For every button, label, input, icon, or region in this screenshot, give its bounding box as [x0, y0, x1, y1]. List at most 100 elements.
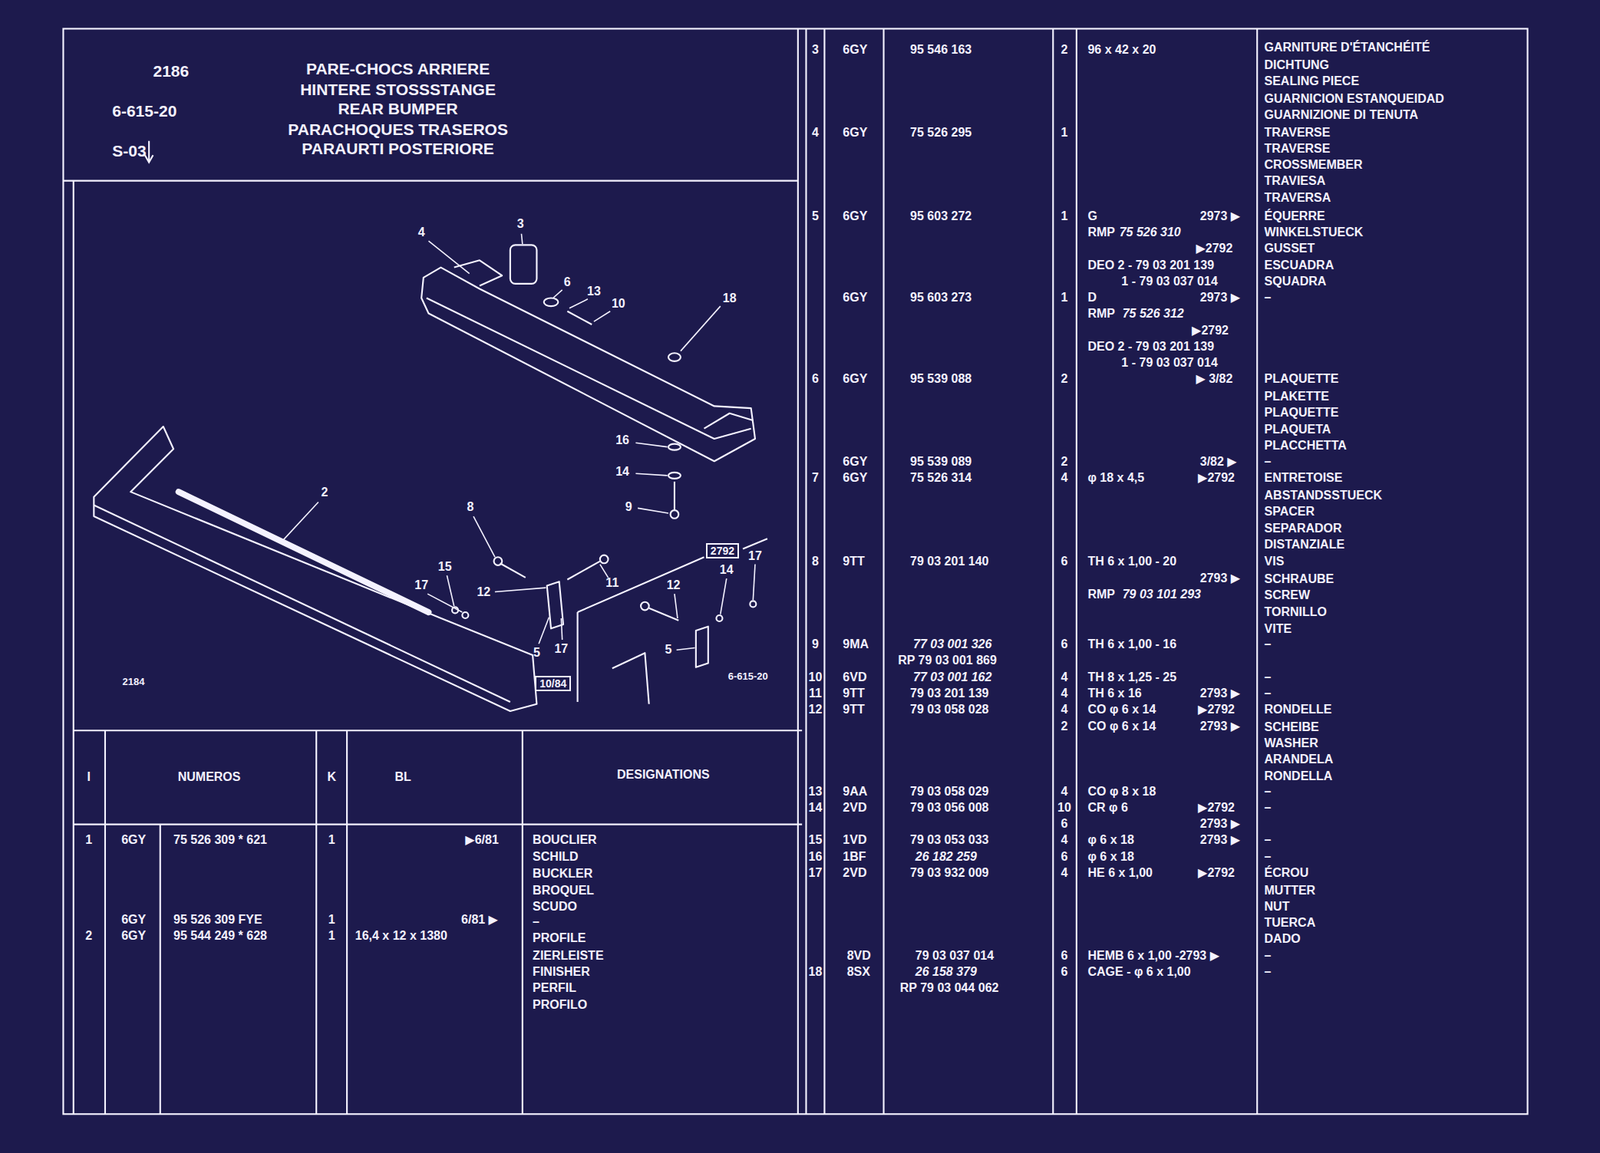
table-cell: 2VD [842, 801, 867, 815]
table-cell: WINKELSTUECK [1264, 225, 1364, 240]
table-cell: 6 [1060, 554, 1068, 569]
table-cell: G [1087, 209, 1097, 224]
rule [315, 730, 317, 1115]
rule [1256, 28, 1258, 1115]
table-cell: RP 79 03 001 869 [897, 653, 997, 668]
table-cell: – [1264, 686, 1272, 701]
bumper-illustration [93, 244, 768, 712]
rule [797, 28, 799, 1115]
table-cell: φ 18 x 4,5 [1087, 471, 1145, 485]
callout-number: 2 [320, 485, 328, 500]
table-cell: BROQUEL [532, 884, 594, 898]
leader-line [446, 575, 454, 607]
table-cell: 6GY [842, 209, 868, 224]
table-cell: 1VD [842, 833, 867, 848]
table-cell: 2 [1060, 719, 1068, 734]
table-cell: NUMEROS [178, 770, 241, 785]
table-cell: 79 03 201 140 [910, 554, 989, 569]
leader-line [521, 234, 522, 245]
callout-number: 15 [438, 560, 452, 575]
leader-line [752, 564, 756, 601]
table-cell: – [1264, 833, 1272, 848]
rule [1052, 28, 1054, 1115]
table-cell: 4 [811, 125, 819, 140]
table-cell: WASHER [1264, 736, 1319, 751]
table-cell: 4 [1060, 670, 1068, 685]
table-cell: φ 6 x 18 [1087, 850, 1134, 865]
screw-head [600, 555, 609, 565]
arrow-shaft [148, 141, 150, 162]
table-cell: DISTANZIALE [1264, 537, 1346, 552]
callout-number: 11 [605, 576, 619, 591]
callout-number: 5 [665, 643, 673, 657]
table-cell: 2 [1060, 372, 1068, 386]
screw [500, 563, 526, 578]
leader-line [720, 578, 727, 615]
table-cell: BOUCLIER [532, 833, 598, 848]
rule [72, 181, 75, 1116]
leader-line [593, 311, 611, 322]
table-cell: ARANDELA [1264, 752, 1334, 767]
table-cell: ▶6/81 [465, 833, 499, 848]
outer-frame [62, 28, 1528, 1115]
table-cell: CR φ 6 [1087, 801, 1128, 815]
table-cell: SCUDO [532, 900, 578, 914]
table-cell: TORNILLO [1264, 605, 1327, 620]
table-cell: 2184 [122, 676, 146, 689]
table-cell: CO φ 6 x 14 [1087, 719, 1156, 734]
table-cell: 6GY [842, 471, 868, 485]
table-cell: 77 03 001 162 [913, 670, 992, 685]
table-cell: PLAQUETTE [1264, 405, 1340, 420]
table-cell: ÉQUERRE [1264, 209, 1326, 224]
table-cell: 9TT [842, 554, 865, 569]
table-cell: 95 546 163 [910, 42, 972, 57]
table-cell: 6 [1060, 817, 1068, 832]
table-cell: SEPARADOR [1264, 521, 1343, 536]
screw [649, 608, 680, 621]
table-cell: – [1264, 785, 1272, 799]
rule [1075, 28, 1078, 1115]
table-cell: 6GY [842, 125, 868, 140]
table-cell: SCHEIBE [1264, 720, 1320, 735]
table-cell: 1BF [842, 850, 866, 865]
table-cell: 1 [1060, 290, 1068, 305]
table-cell: – [1264, 637, 1272, 652]
table-cell: 2186 [152, 62, 189, 81]
table-cell: – [1264, 290, 1272, 305]
callout-number: 8 [467, 500, 475, 515]
table-cell: 11 [808, 686, 822, 701]
table-cell: RMP [1087, 306, 1116, 321]
table-cell: SCHILD [532, 850, 579, 865]
callout-number: 4 [418, 225, 426, 240]
table-cell: 1 [328, 929, 336, 944]
screw [673, 481, 676, 511]
table-cell: 4 [1060, 866, 1068, 881]
table-cell: 2973 ▶ [1200, 209, 1241, 224]
table-cell: ▶2792 [1195, 241, 1233, 256]
callout-number: 12 [666, 578, 681, 593]
leader-line [280, 501, 319, 543]
table-cell: DICHTUNG [1264, 58, 1330, 73]
leader-line [635, 442, 667, 447]
table-cell: 6GY [121, 833, 146, 848]
table-cell: PLAQUETA [1264, 422, 1332, 437]
leader-lines [280, 234, 756, 651]
table-cell: 95 603 272 [910, 209, 972, 224]
spacer [668, 444, 681, 451]
table-cell: HINTERE STOSSSTANGE [300, 80, 496, 99]
table-cell: 13 [808, 785, 823, 799]
table-cell: 8SX [847, 965, 871, 980]
leader-line [680, 306, 721, 352]
table-cell: I [86, 770, 90, 785]
table-cell: 9AA [842, 785, 868, 799]
table-cell: 9TT [842, 702, 865, 717]
gusset [696, 626, 709, 668]
table-frame [62, 28, 1528, 1115]
reference-box: 10/84 [534, 676, 571, 693]
table-cell: 75 526 309 * 621 [173, 833, 268, 848]
table-cell: 6GY [842, 290, 868, 305]
table-cell: CO φ 8 x 18 [1087, 785, 1156, 799]
washer [668, 472, 681, 479]
leader-line [674, 593, 678, 619]
table-cell: 12 [808, 702, 823, 717]
